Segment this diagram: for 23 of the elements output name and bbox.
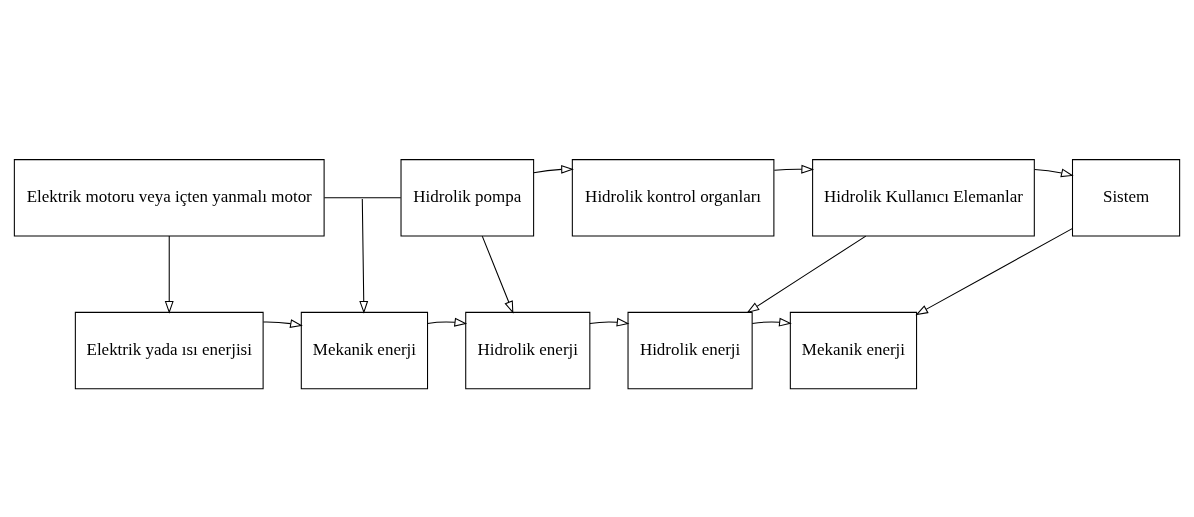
arrow xyxy=(427,317,468,327)
arrow xyxy=(262,318,303,328)
node-box: Sistem xyxy=(1071,158,1181,237)
arrow xyxy=(164,235,174,314)
arrow xyxy=(481,235,514,314)
node-box: Hidrolik pompa xyxy=(400,158,535,237)
node-box: Mekanik enerji xyxy=(789,311,918,389)
arrow xyxy=(1034,168,1074,177)
arrow xyxy=(533,164,574,174)
arrow xyxy=(751,317,792,327)
arrow xyxy=(773,164,815,174)
node-box: Hidrolik enerji xyxy=(465,311,591,389)
node-box: Hidrolik kontrol organları xyxy=(571,158,775,237)
node-box: Mekanik enerji xyxy=(300,311,429,389)
arrow xyxy=(746,235,867,313)
arrow xyxy=(915,227,1073,315)
node-box: Hidrolik enerji xyxy=(627,311,753,389)
arrow xyxy=(589,317,630,327)
node-box: Elektrik motoru veya içten yanmalı motor xyxy=(13,158,325,237)
arrow xyxy=(359,197,369,314)
node-box: Hidrolik Kullanıcı Elemanlar xyxy=(812,158,1035,237)
node-box: Elektrik yada ısı enerjisi xyxy=(74,311,264,389)
connector xyxy=(323,196,402,198)
